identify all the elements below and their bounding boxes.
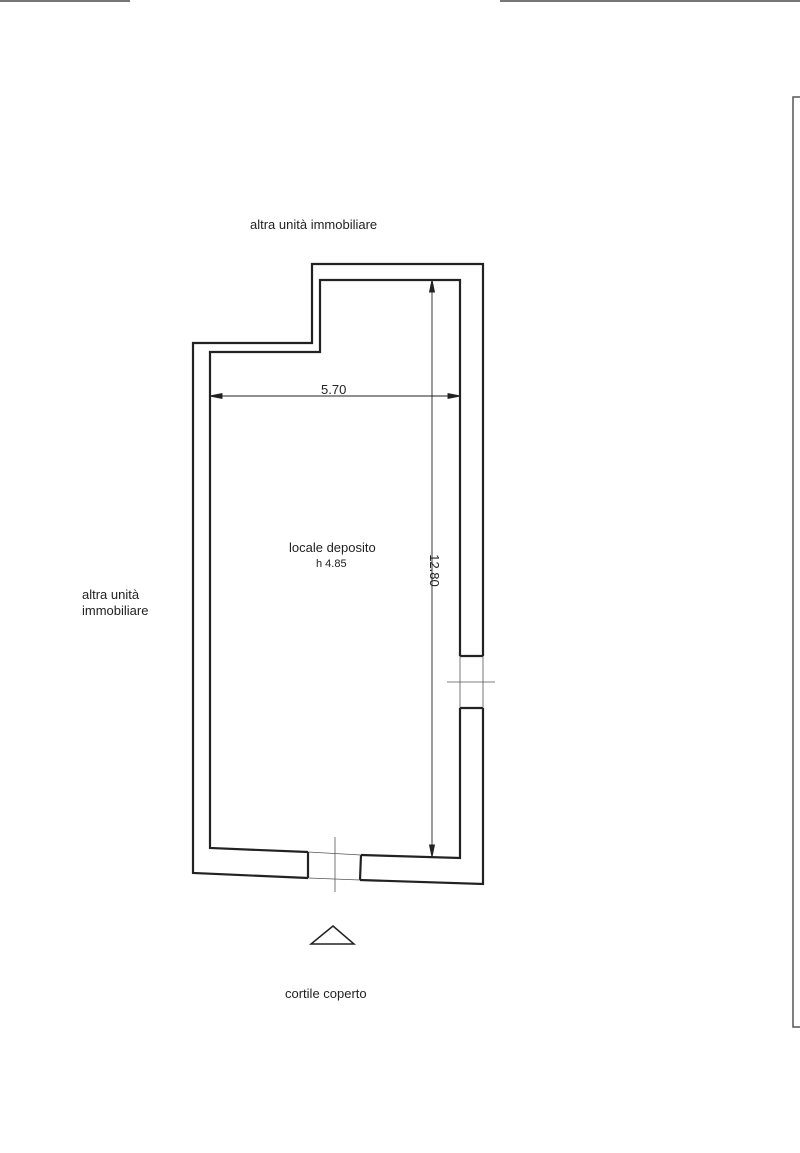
- label-courtyard: cortile coperto: [285, 986, 367, 1001]
- label-left-neighbor-2: immobiliare: [82, 603, 149, 618]
- room-name: locale deposito: [289, 540, 376, 555]
- dimension-width: 5.70: [321, 382, 347, 397]
- dimension-length: 12.80: [426, 554, 442, 587]
- sheet-frame: [792, 96, 800, 1028]
- label-top-neighbor: altra unità immobiliare: [250, 217, 378, 232]
- dimension-lines: [209, 279, 461, 858]
- outer-wall: [191, 262, 485, 886]
- openings: [307, 656, 495, 892]
- room-height: h 4.85: [316, 558, 347, 570]
- entrance-arrow-icon: [308, 925, 357, 945]
- label-left-neighbor-1: altra unità: [82, 587, 140, 602]
- inner-wall: [208, 278, 462, 860]
